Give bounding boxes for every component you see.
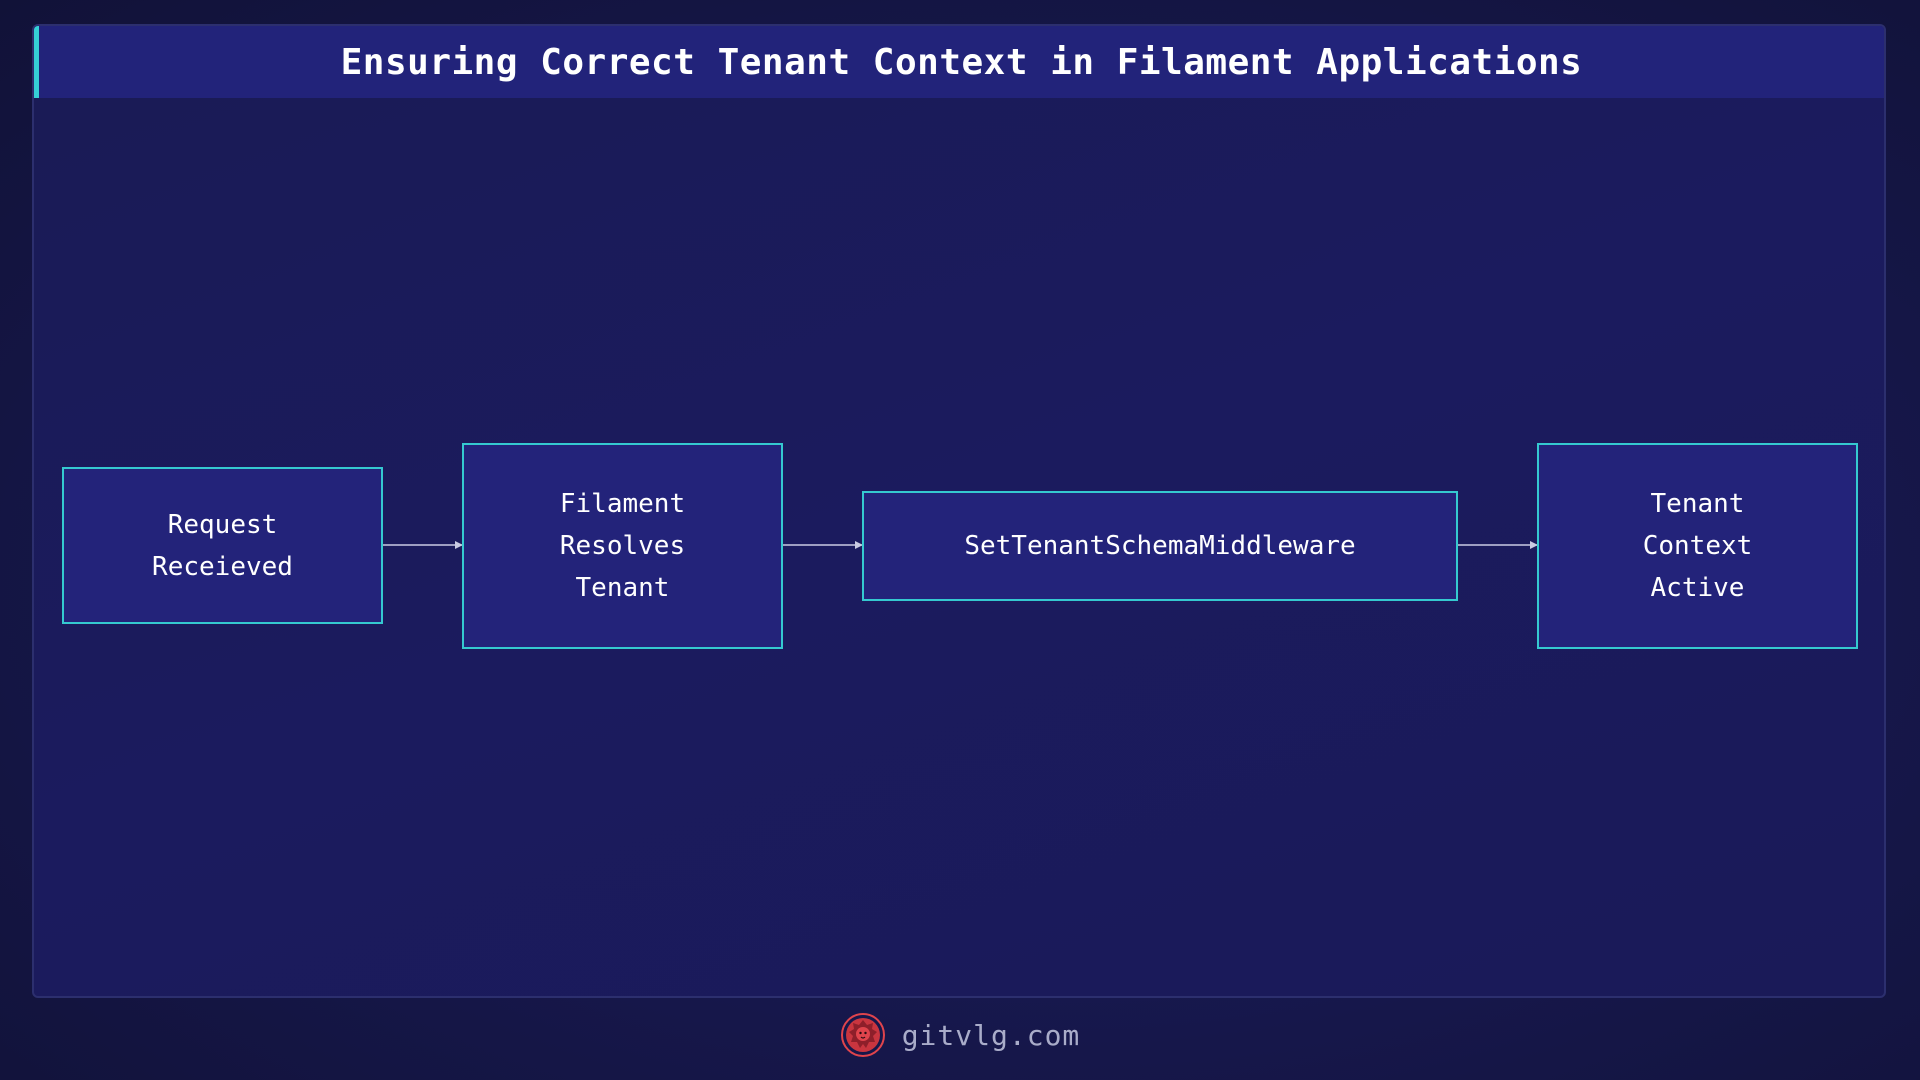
footer: gitvlg.com (0, 1010, 1920, 1060)
footer-site-link[interactable]: gitvlg.com (901, 1018, 1081, 1052)
diagram-frame: Ensuring Correct Tenant Context in Filam… (32, 24, 1886, 998)
lion-logo-icon (840, 1013, 885, 1057)
diagram-title: Ensuring Correct Tenant Context in Filam… (340, 41, 1583, 83)
title-bar: Ensuring Correct Tenant Context in Filam… (34, 26, 1884, 98)
